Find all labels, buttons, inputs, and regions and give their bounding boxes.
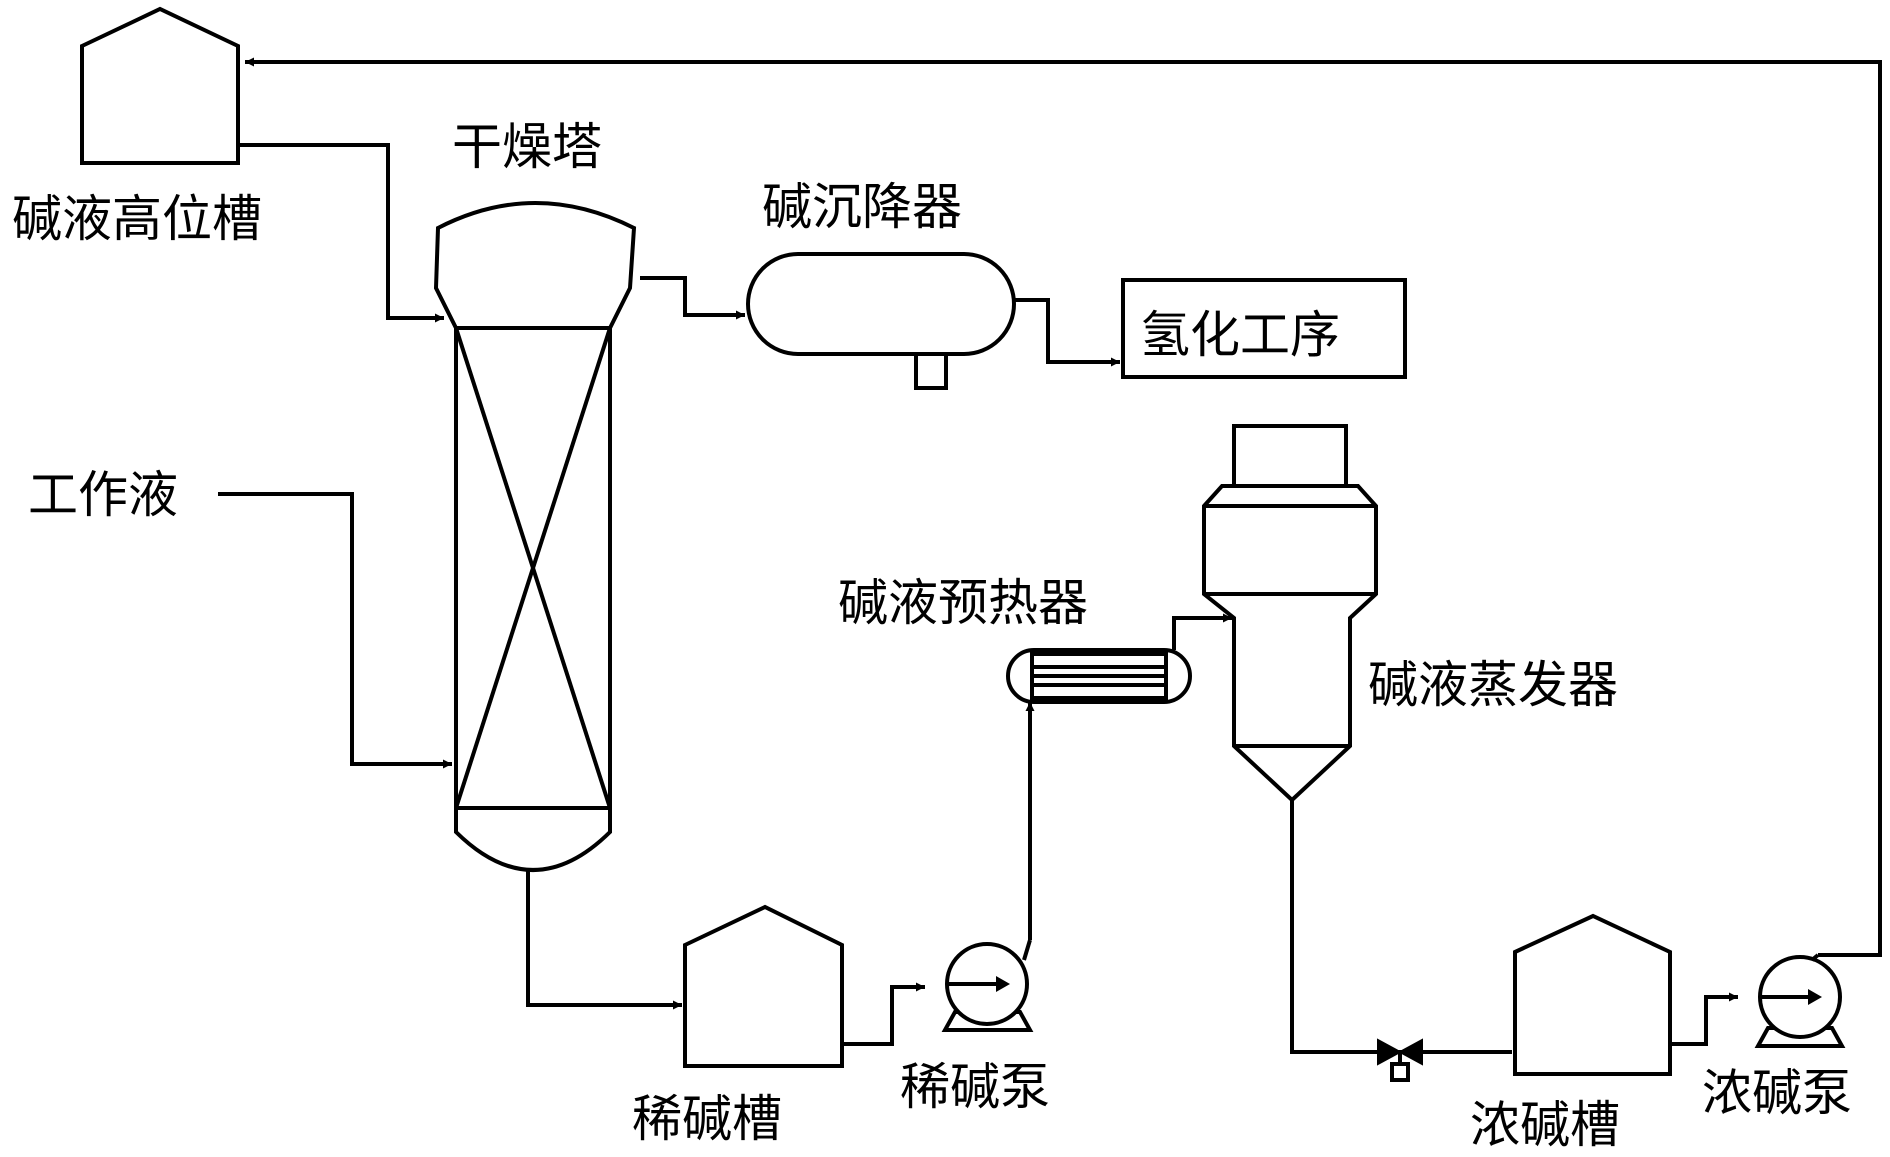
line-conc-pump-to-headtank [245,57,1882,957]
label-hydrogenation-process: 氢化工序 [1140,306,1340,364]
alkali-preheater [1006,648,1192,704]
line-working-solution-to-tower [218,492,452,769]
valve [1377,1038,1423,1082]
line-preheater-to-evaporator [1172,613,1232,650]
label-alkali-evaporator: 碱液蒸发器 [1368,656,1618,714]
line-conc-tank-to-pump [1670,992,1738,1046]
label-conc-alkali-pump: 浓碱泵 [1702,1064,1852,1122]
hydrogenation-process-box [1121,278,1407,379]
label-alkali-head-tank: 碱液高位槽 [12,190,262,248]
labels: 碱液高位槽 干燥塔 碱沉降器 氢化工序 工作液 碱液预热器 碱液蒸发器 稀碱槽 … [12,118,1852,1154]
line-settler-to-hydrogenation [1015,298,1120,367]
label-dilute-alkali-pump: 稀碱泵 [900,1058,1050,1116]
dilute-alkali-pump [941,939,1034,1032]
alkali-evaporator [1202,424,1378,803]
line-tower-to-settler [640,276,745,320]
conc-alkali-pump [1754,953,1846,1048]
label-drying-tower: 干燥塔 [452,118,602,176]
label-alkali-preheater: 碱液预热器 [838,574,1088,632]
conc-alkali-tank [1513,913,1672,1076]
label-conc-alkali-tank: 浓碱槽 [1470,1096,1620,1154]
line-dilute-tank-to-pump [842,982,925,1046]
dilute-alkali-tank [683,904,844,1068]
line-headtank-to-tower [240,143,444,323]
line-tower-to-dilute-tank [526,869,682,1010]
alkali-head-tank [80,6,240,165]
line-evaporator-to-conc-tank [1290,800,1512,1054]
label-working-solution: 工作液 [28,466,178,524]
flow-lines [218,57,1882,1054]
label-dilute-alkali-tank: 稀碱槽 [632,1090,782,1148]
drying-tower [433,201,637,872]
alkali-settler [746,252,1016,390]
label-alkali-settler: 碱沉降器 [762,178,962,236]
